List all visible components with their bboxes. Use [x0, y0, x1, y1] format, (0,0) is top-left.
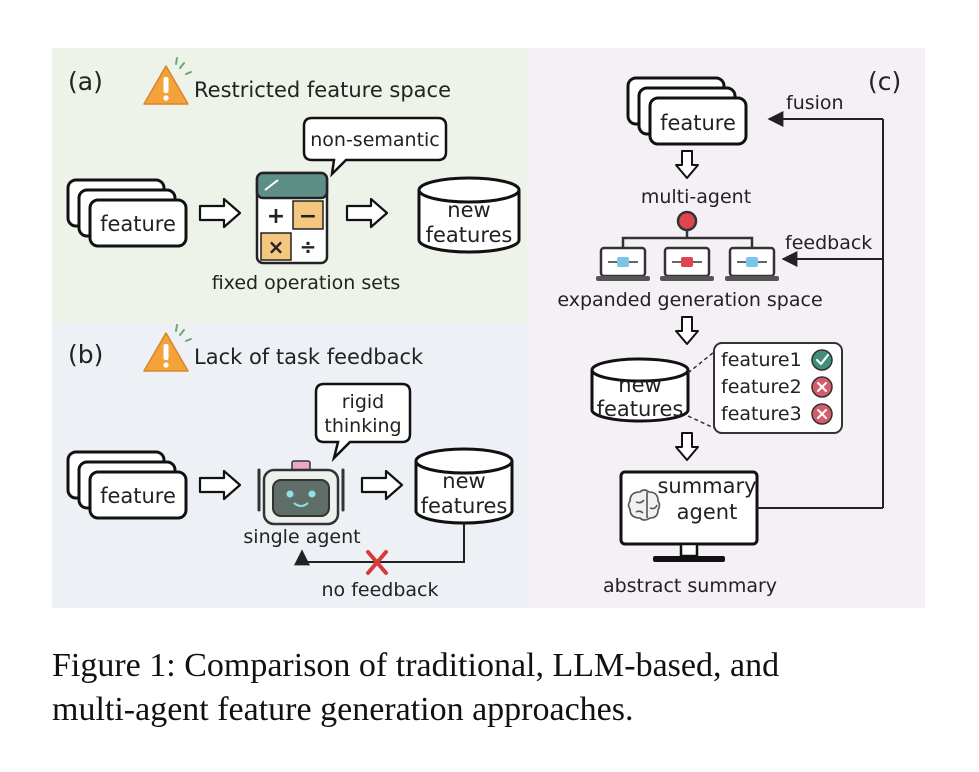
database-icon — [414, 447, 514, 525]
warning-icon — [143, 57, 192, 105]
panel-c-tag: (c) — [868, 67, 901, 96]
speech-bubble — [314, 382, 412, 463]
hollow-down-arrow-icon — [675, 150, 699, 179]
database-icon — [590, 357, 690, 423]
hollow-arrow-icon — [198, 469, 242, 501]
feature-stack — [66, 178, 188, 248]
output-label-line1: new — [618, 373, 661, 397]
panel-b-feature-label: feature — [100, 484, 176, 508]
figure-diagram: (a) Restricted feature space feature non… — [52, 48, 925, 608]
feature-status-list — [713, 342, 843, 434]
no-feedback-caption: no feedback — [322, 579, 439, 601]
caption-line1: Figure 1: Comparison of traditional, LLM… — [52, 647, 780, 684]
hollow-arrow-icon — [360, 469, 404, 501]
speech-bubble-text: non-semantic — [310, 129, 440, 151]
cross-icon — [811, 376, 833, 398]
hollow-arrow-icon — [198, 197, 242, 229]
feedback-arrow — [294, 524, 465, 566]
hollow-down-arrow-icon — [675, 432, 699, 461]
tool-caption: fixed operation sets — [212, 272, 401, 294]
summary-line1: summary — [657, 474, 756, 498]
output-label-line2: features — [597, 397, 684, 421]
panel-b-warning-title: Lack of task feedback — [194, 345, 424, 369]
cross-icon — [811, 403, 833, 425]
figure-caption: Figure 1: Comparison of traditional, LLM… — [52, 644, 952, 732]
no-feedback-cross-icon — [366, 550, 388, 575]
speech-line1: rigid — [342, 391, 385, 413]
brain-icon — [627, 489, 661, 521]
operator-divide: ÷ — [300, 235, 317, 259]
operator-plus: + — [267, 204, 285, 229]
feedback-label: feedback — [785, 232, 872, 254]
operator-times: × — [268, 235, 285, 259]
hollow-down-arrow-icon — [675, 316, 699, 345]
output-label-line1: new — [447, 198, 490, 222]
panel-a-tag: (a) — [68, 67, 103, 96]
output-label-line2: features — [421, 494, 508, 518]
database-icon — [417, 176, 521, 254]
speech-line2: thinking — [324, 415, 401, 437]
panel-c-feature-label: feature — [660, 111, 736, 135]
space-caption: expanded generation space — [557, 289, 822, 311]
feature-item-2: feature2 — [721, 376, 802, 398]
feature-item-3: feature3 — [721, 403, 802, 425]
hollow-arrow-icon — [345, 197, 389, 229]
operator-minus: − — [299, 204, 317, 229]
callout-line — [687, 351, 715, 374]
caption-line2: multi-agent feature generation approache… — [52, 691, 634, 728]
panel-a-feature-label: feature — [100, 212, 176, 236]
check-icon — [811, 349, 833, 371]
panel-a-warning-title: Restricted feature space — [194, 78, 451, 102]
callout-line — [687, 415, 715, 429]
robot-icon — [257, 460, 345, 526]
agent-caption: single agent — [243, 526, 360, 548]
calculator-icon — [255, 171, 329, 265]
warning-icon — [143, 324, 192, 372]
summary-caption: abstract summary — [603, 575, 777, 597]
multi-agent-network-icon — [596, 210, 779, 281]
speech-bubble — [302, 116, 448, 178]
summary-line2: agent — [677, 500, 738, 524]
output-label-line2: features — [426, 223, 513, 247]
feature-stack — [626, 76, 748, 146]
fusion-label: fusion — [786, 92, 844, 114]
multi-agent-label: multi-agent — [641, 186, 751, 208]
panel-b-tag: (b) — [68, 340, 103, 369]
feature-stack — [66, 450, 188, 520]
feature-item-1: feature1 — [721, 349, 802, 371]
output-label-line1: new — [442, 469, 485, 493]
